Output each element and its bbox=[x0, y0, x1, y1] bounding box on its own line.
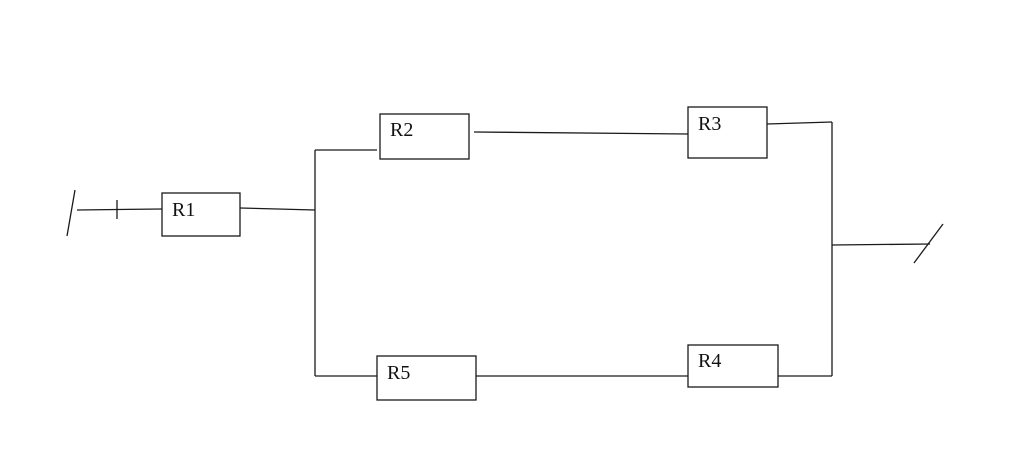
resistor-r2: R2 bbox=[379, 113, 470, 160]
resistor-r3-box bbox=[687, 106, 768, 159]
resistor-r3-label: R3 bbox=[698, 113, 721, 135]
resistor-r1-box bbox=[161, 192, 241, 237]
resistor-r2-label: R2 bbox=[390, 119, 413, 141]
resistor-r1: R1 bbox=[161, 192, 241, 237]
resistor-r4-box bbox=[687, 344, 779, 388]
resistor-r1-label: R1 bbox=[172, 199, 195, 221]
wire-r3-to-bus bbox=[766, 121, 833, 125]
wire-r1-to-junction bbox=[239, 207, 316, 211]
output-wire bbox=[831, 243, 931, 246]
input-wire bbox=[76, 208, 163, 211]
resistor-r4-label: R4 bbox=[698, 350, 721, 372]
left-terminal-slash bbox=[66, 189, 76, 237]
resistor-r5-label: R5 bbox=[387, 362, 410, 384]
resistor-r4: R4 bbox=[687, 344, 779, 388]
resistor-r2-box bbox=[379, 113, 470, 160]
right-terminal-slash bbox=[913, 223, 944, 264]
resistor-r5: R5 bbox=[376, 355, 477, 401]
resistor-r5-box bbox=[376, 355, 477, 401]
resistor-r3: R3 bbox=[687, 106, 768, 159]
wire-r2-to-r3 bbox=[473, 131, 689, 135]
